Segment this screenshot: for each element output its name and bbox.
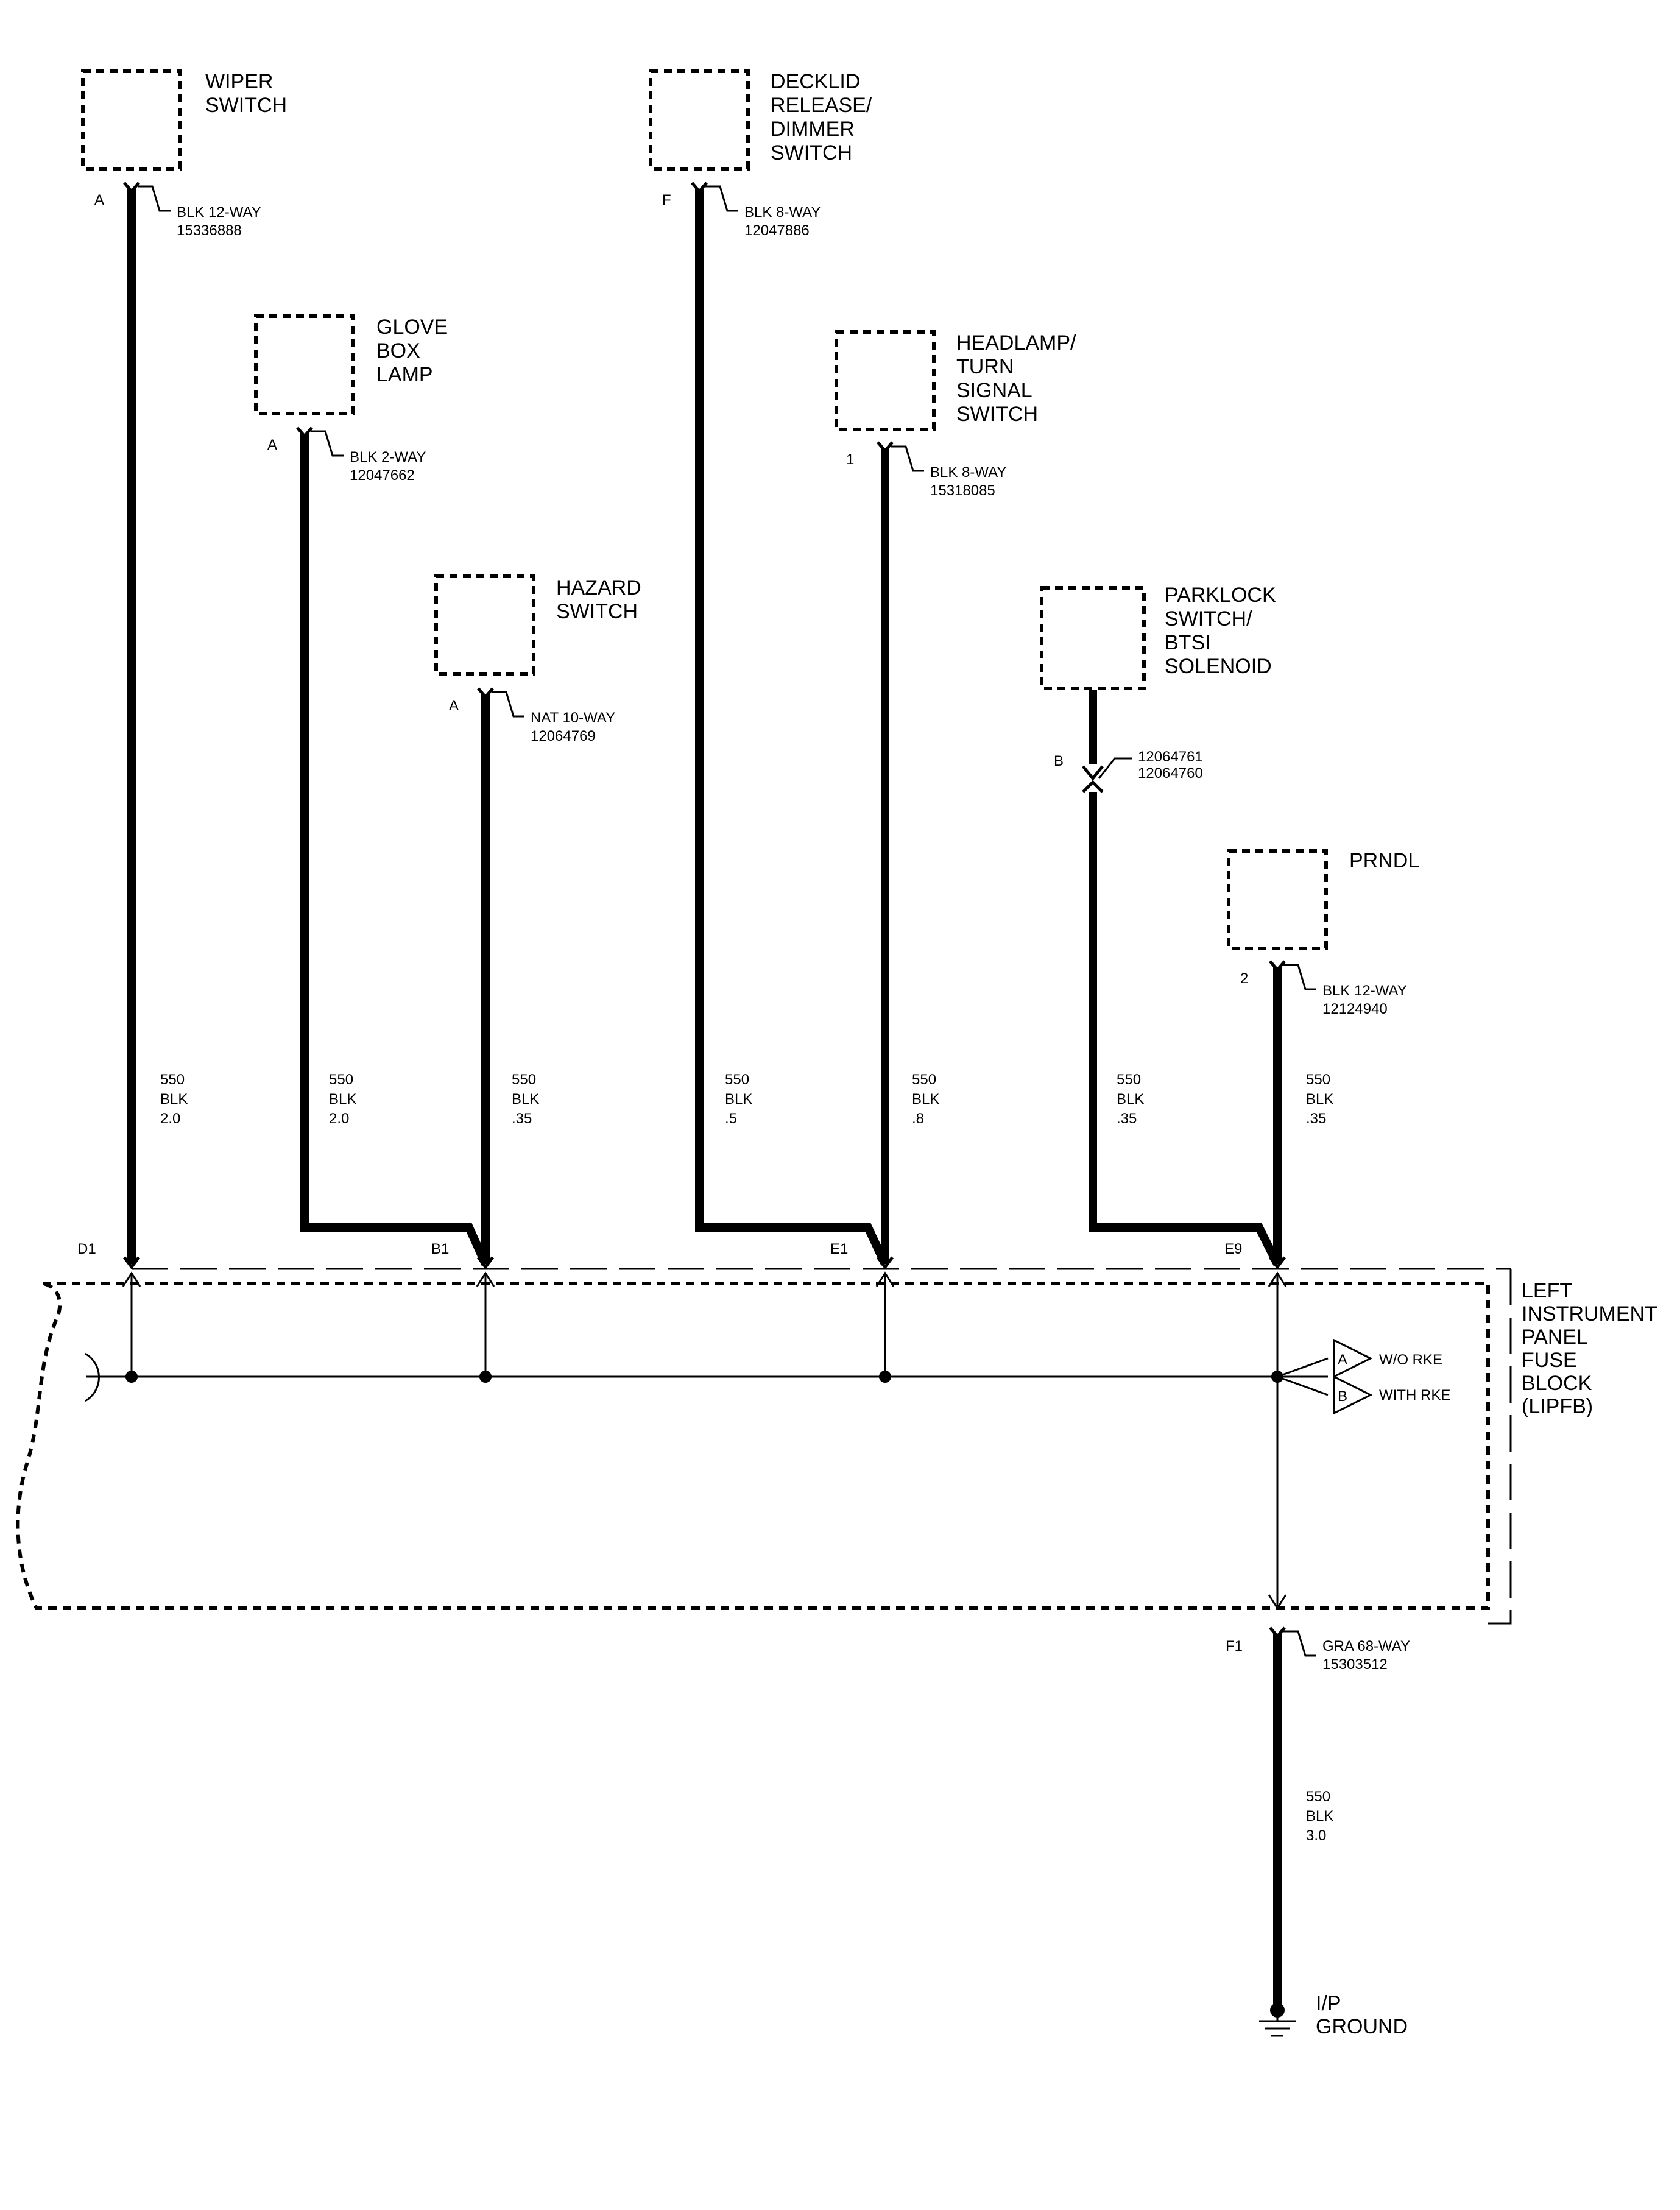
conn-decklid-type: BLK 8-WAY <box>744 204 821 221</box>
wire-label-6: 550 BLK .35 <box>1117 1071 1148 1127</box>
wire-label-4: 550 BLK .5 <box>725 1071 757 1127</box>
conn-headlamp-pin: 1 <box>846 451 854 468</box>
wiper-switch-box <box>81 69 182 171</box>
fuse-block-boundary <box>16 1282 1490 1610</box>
option-b-text: WITH RKE <box>1379 1387 1450 1403</box>
wire-decklid <box>695 189 889 1266</box>
wire-label-1: 550 BLK 2.0 <box>160 1071 192 1127</box>
fuse-pin-e1: E1 <box>830 1241 848 1257</box>
bus-arrowheads <box>122 1271 1287 1610</box>
option-a-triangle <box>1333 1338 1373 1379</box>
decklid-switch-box <box>649 69 750 171</box>
conn-glove-type: BLK 2-WAY <box>350 449 426 465</box>
option-b-triangle <box>1333 1375 1373 1415</box>
bus-break-symbol <box>85 1352 100 1402</box>
conn-fuse-out-part: 15303512 <box>1322 1656 1388 1673</box>
wire-parklock <box>1089 792 1282 1266</box>
fuse-block-right-edge <box>1486 1269 1512 1625</box>
ground-icon <box>1259 2003 1296 2037</box>
bus-junctions <box>125 1371 1283 1383</box>
conn-hazard-type: NAT 10-WAY <box>531 710 615 726</box>
option-b-letter: B <box>1338 1388 1347 1405</box>
conn-glove-pin: A <box>267 437 277 453</box>
wire-label-3: 550 BLK .35 <box>512 1071 543 1127</box>
option-a-text: W/O RKE <box>1379 1352 1442 1368</box>
glove-box-lamp-label: GLOVE BOX LAMP <box>376 316 454 386</box>
parklock-switch-box <box>1040 586 1146 690</box>
conn-parklock-type: 12064761 <box>1138 749 1203 765</box>
wire-label-8: 550 BLK 3.0 <box>1306 1788 1338 1844</box>
connector-marks <box>123 182 1286 1639</box>
fuse-block-label: LEFT INSTRUMENT PANEL FUSE BLOCK (LIPFB) <box>1522 1279 1663 1418</box>
conn-decklid-pin: F <box>662 192 671 208</box>
decklid-switch-label: DECKLID RELEASE/ DIMMER SWITCH <box>771 70 878 164</box>
conn-prndl-type: BLK 12-WAY <box>1322 983 1407 999</box>
conn-hazard-part: 12064769 <box>531 728 596 744</box>
prndl-label: PRNDL <box>1349 849 1419 872</box>
conn-parklock-pin: B <box>1054 753 1064 769</box>
ground-label: I/P GROUND <box>1316 1992 1408 2038</box>
wire-label-7: 550 BLK .35 <box>1306 1071 1338 1127</box>
fuse-pin-e9: E9 <box>1224 1241 1242 1257</box>
conn-glove-part: 12047662 <box>350 467 415 484</box>
fuse-pin-d1: D1 <box>77 1241 96 1257</box>
wire-glove <box>300 434 490 1266</box>
fuse-pin-b1: B1 <box>431 1241 449 1257</box>
hazard-switch-label: HAZARD SWITCH <box>556 576 647 623</box>
bus-drops <box>130 1273 1329 1608</box>
prndl-box <box>1227 849 1328 950</box>
conn-fuse-out-type: GRA 68-WAY <box>1322 1638 1410 1654</box>
conn-headlamp-type: BLK 8-WAY <box>930 464 1006 481</box>
connector-leaders <box>138 185 1316 1657</box>
headlamp-switch-box <box>835 330 936 431</box>
parklock-switch-label: PARKLOCK SWITCH/ BTSI SOLENOID <box>1165 584 1282 678</box>
conn-fuse-out-pin: F1 <box>1226 1638 1243 1654</box>
hazard-switch-box <box>434 574 535 676</box>
wire-label-2: 550 BLK 2.0 <box>329 1071 361 1127</box>
conn-wiper-part: 15336888 <box>177 222 242 239</box>
conn-prndl-pin: 2 <box>1240 970 1248 987</box>
headlamp-switch-label: HEADLAMP/ TURN SIGNAL SWITCH <box>956 331 1082 426</box>
conn-wiper-pin: A <box>94 192 104 208</box>
conn-wiper-type: BLK 12-WAY <box>177 204 261 221</box>
conn-headlamp-part: 15318085 <box>930 482 995 499</box>
conn-parklock-part: 12064760 <box>1138 765 1203 782</box>
wiper-switch-label: WIPER SWITCH <box>205 70 287 117</box>
conn-hazard-pin: A <box>449 697 459 714</box>
wire-label-5: 550 BLK .8 <box>912 1071 944 1127</box>
glove-box-lamp-box <box>254 314 355 415</box>
option-a-letter: A <box>1338 1352 1347 1368</box>
conn-decklid-part: 12047886 <box>744 222 810 239</box>
conn-prndl-part: 12124940 <box>1322 1001 1388 1017</box>
